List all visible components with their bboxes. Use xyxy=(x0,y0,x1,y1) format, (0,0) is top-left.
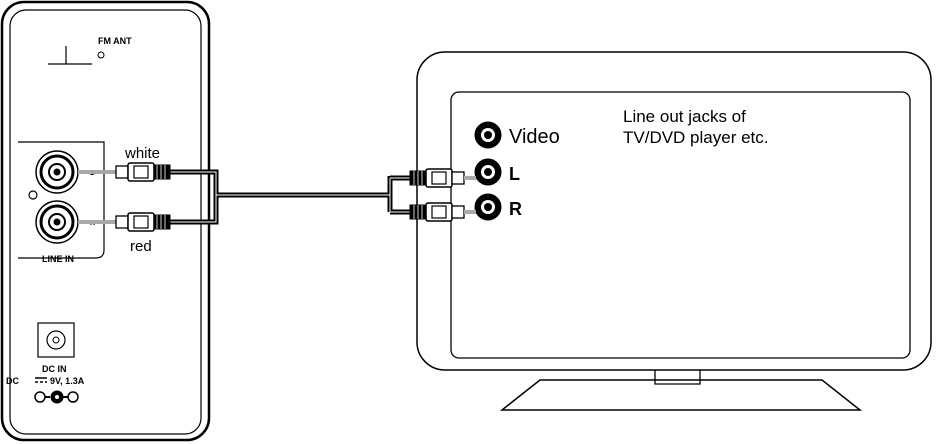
tv-caption-line1: Line out jacks of xyxy=(623,107,746,126)
tv-set xyxy=(416,51,932,411)
line-in-panel xyxy=(18,141,105,259)
device-jack-l xyxy=(35,150,79,194)
tv-jack-r-label: R xyxy=(509,199,522,219)
rca-plug-red-tv xyxy=(409,202,476,222)
fm-ant-label: FM ANT xyxy=(98,36,132,46)
cable-red-label: red xyxy=(130,238,152,255)
device-hole-icon xyxy=(28,190,38,200)
dc-in-socket xyxy=(37,322,75,358)
polarity-icon xyxy=(34,390,79,404)
fm-antenna xyxy=(48,46,105,65)
tv-jack-video-label: Video xyxy=(509,126,560,148)
cable-white-label: white xyxy=(124,145,160,162)
tv-jack-l xyxy=(474,158,502,186)
tv-jack-r xyxy=(474,193,502,221)
rca-plug-white-tv xyxy=(409,168,476,188)
dc-in-label: DC IN xyxy=(42,364,67,374)
rca-plug-white-device xyxy=(115,162,171,182)
dc-prefix-label: DC xyxy=(6,376,19,386)
line-in-label: LINE IN xyxy=(42,254,74,264)
device-jack-r xyxy=(35,200,79,244)
dc-rating-label: 9V, 1.3A xyxy=(50,376,85,386)
rca-plug-red-device xyxy=(115,212,171,232)
tv-jack-video xyxy=(474,121,502,149)
audio-cable xyxy=(78,169,410,225)
tv-caption-line2: TV/DVD player etc. xyxy=(623,128,769,147)
tv-screen xyxy=(450,91,911,359)
tv-neck xyxy=(654,370,701,385)
dc-symbol-icon xyxy=(35,377,47,383)
tv-jack-l-label: L xyxy=(509,164,520,184)
tv-stand xyxy=(499,379,863,411)
